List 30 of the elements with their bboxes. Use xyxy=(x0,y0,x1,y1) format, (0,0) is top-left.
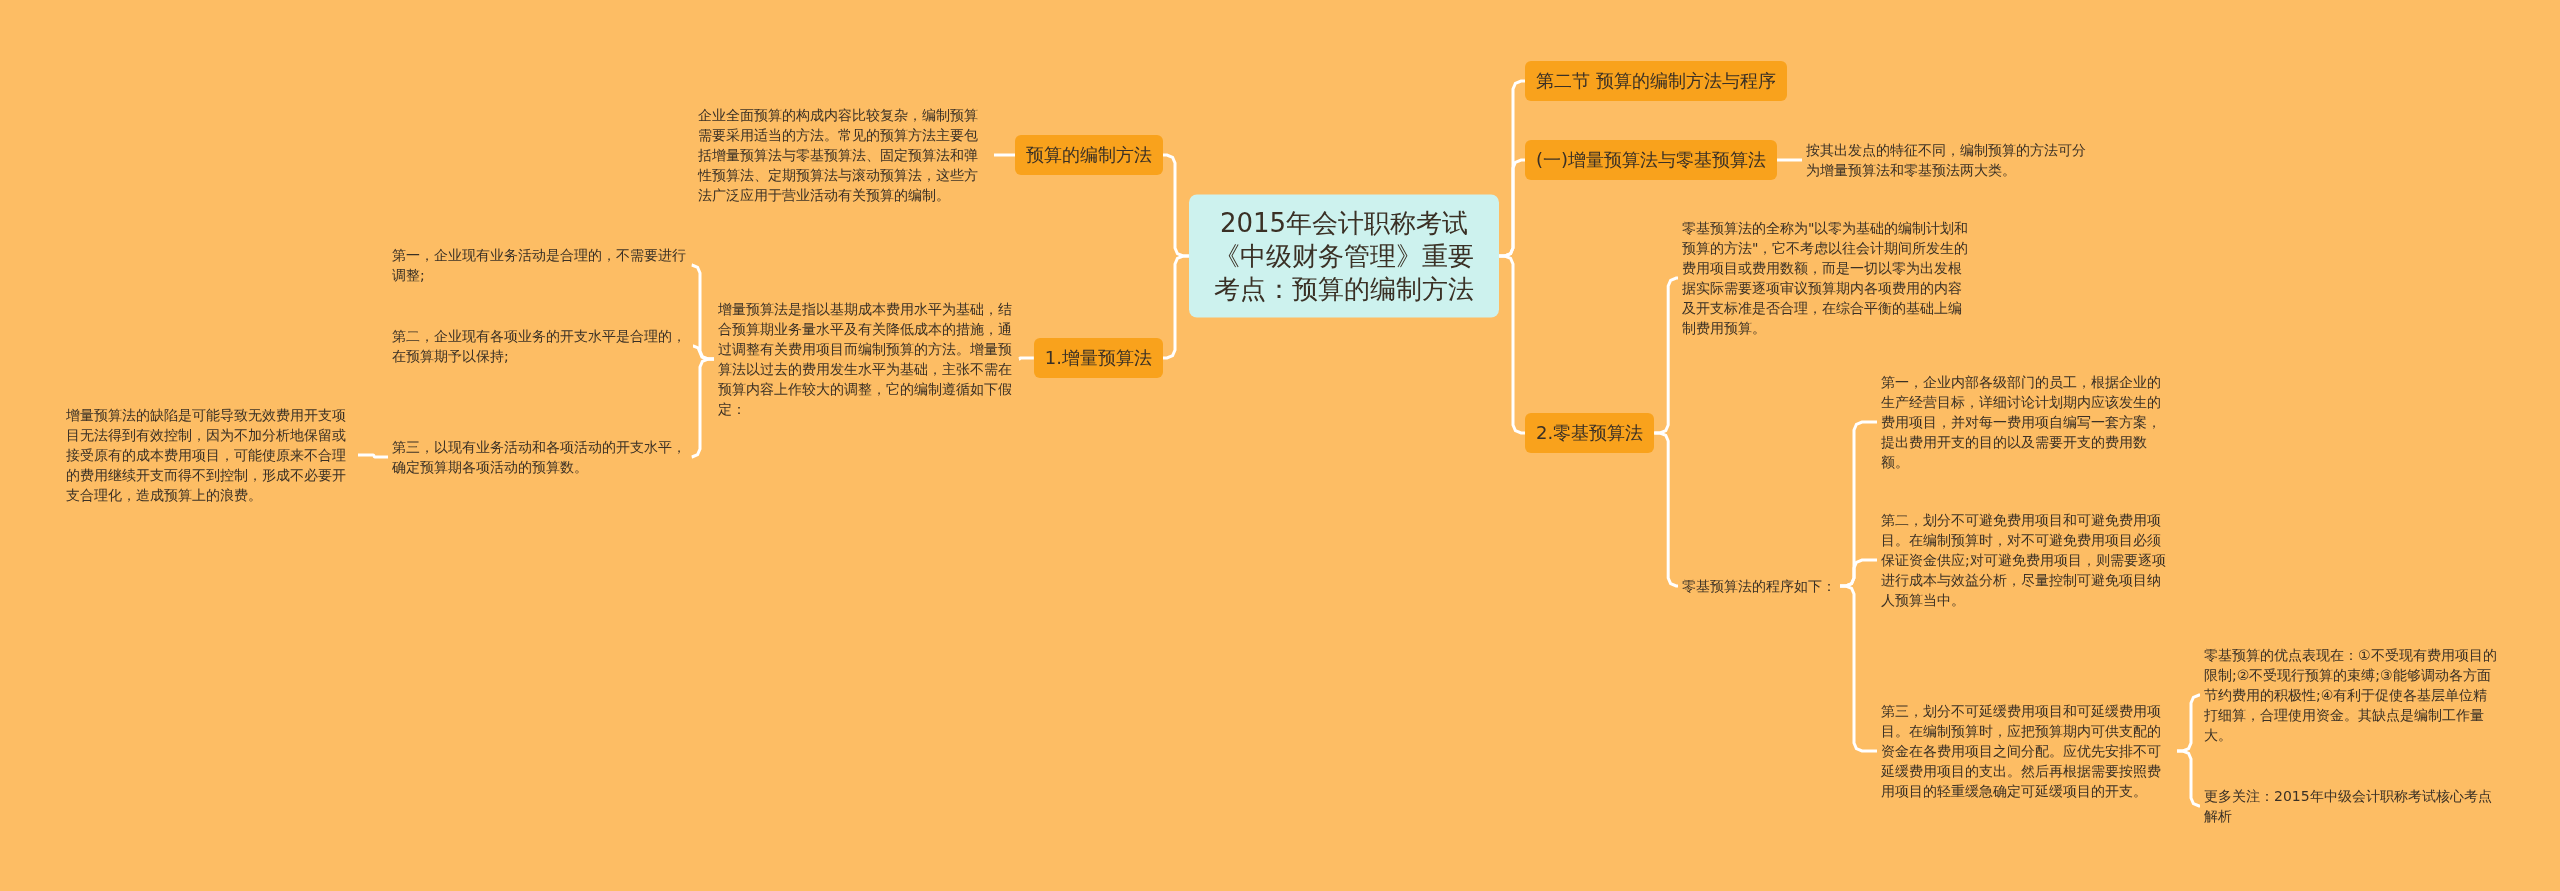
connector-line xyxy=(690,357,714,459)
text-note: 第二，划分不可避免费用项目和可避免费用项目。在编制预算时，对不可避免费用项目必须保证资金供应;对可避免费用项目，则需要逐项进行成本与效益分析，尽量控制可避免项目纳人预算当中。 xyxy=(1877,508,2177,612)
topic-box: 预算的编制方法 xyxy=(1015,135,1163,175)
text-note: 增量预算法的缺陷是可能导致无效费用开支项目无法得到有效控制，因为不加分析地保留或接受原有的成本费用项目，可能使原来不合理的费用继续开支而得不到控制，形成不必要开支合理化，造成预算上的浪费。 xyxy=(62,403,358,507)
connector-line xyxy=(358,453,388,459)
connector-line xyxy=(1840,584,1877,753)
text-note: 第三，以现有业务活动和各项活动的开支水平，确定预算期各项活动的预算数。 xyxy=(388,435,693,479)
connector-line xyxy=(994,153,1015,157)
text-note: 更多关注：2015年中级会计职称考试核心考点解析 xyxy=(2200,784,2505,828)
text-note: 零基预算法的程序如下： xyxy=(1678,574,1840,598)
topic-box: (一)增量预算法与零基预算法 xyxy=(1525,140,1778,180)
topic-box: 1.增量预算法 xyxy=(1033,338,1163,378)
text-note: 第二，企业现有各项业务的开支水平是合理的，在预算期予以保持; xyxy=(388,324,693,368)
central-topic-box: 2015年会计职称考试《中级财务管理》重要考点：预算的编制方法 xyxy=(1189,194,1499,318)
connector-line xyxy=(1017,356,1034,361)
connector-line xyxy=(2177,749,2201,808)
text-note: 第一，企业内部各级部门的员工，根据企业的生产经营目标，详细讨论计划期内应该发生的费用项目，并对每一费用项自编写一套方案，提出费用开支的目的以及需要开支的费用数额。 xyxy=(1877,370,2177,474)
text-note: 第一，企业现有业务活动是合理的，不需要进行调整; xyxy=(388,243,693,287)
topic-box: 2.零基预算法 xyxy=(1525,413,1655,453)
text-note: 按其出发点的特征不同，编制预算的方法可分为增量预算法和零基预法两大类。 xyxy=(1802,138,2102,182)
connector-line xyxy=(1654,431,1679,588)
text-note: 增量预算法是指以基期成本费用水平为基础，结合预算期业务量水平及有关降低成本的措施，通过调整有关费用项目而编制预算的方法。增量预算法以过去的费用发生水平为基础，主张不需在预算内容上作较大的调整，它的编制遵循如下假定： xyxy=(714,297,1019,421)
text-note: 第三，划分不可延缓费用项目和可延缓费用项目。在编制预算时，应把预算期内可供支配的资金在各费用项目之间分配。应优先安排不可延缓费用项目的支出。然后再根据需要按照费用项目的轻重缓急确定可延缓项目的开支。 xyxy=(1877,699,2177,803)
connector-line xyxy=(1163,254,1189,360)
connector-line xyxy=(1777,158,1802,162)
topic-box: 第二节 预算的编制方法与程序 xyxy=(1525,61,1787,101)
text-note: 零基预算的优点表现在：①不受现有费用项目的限制;②不受现行预算的束缚;③能够调动各方面节约费用的积极性;④有利于促使各基层单位精打细算，合理使用资金。其缺点是编制工作量大。 xyxy=(2200,643,2505,747)
text-note: 企业全面预算的构成内容比较复杂，编制预算需要采用适当的方法。常见的预算方法主要包括增量预算法与零基预算法、固定预算法和弹性预算法、定期预算法与滚动预算法，这些方法广泛应用于营业活动有关预算的编制。 xyxy=(694,103,994,207)
text-note: 零基预算法的全称为"以零为基础的编制计划和预算的方法"，它不考虑以往会计期间所发生的费用项目或费用数额，而是一切以零为出发根据实际需要逐项审议预算期内各项费用的内容及开支标准是否合理，在综合平衡的基础上编制费用预算。 xyxy=(1678,216,1978,340)
connector-line xyxy=(1499,254,1525,435)
